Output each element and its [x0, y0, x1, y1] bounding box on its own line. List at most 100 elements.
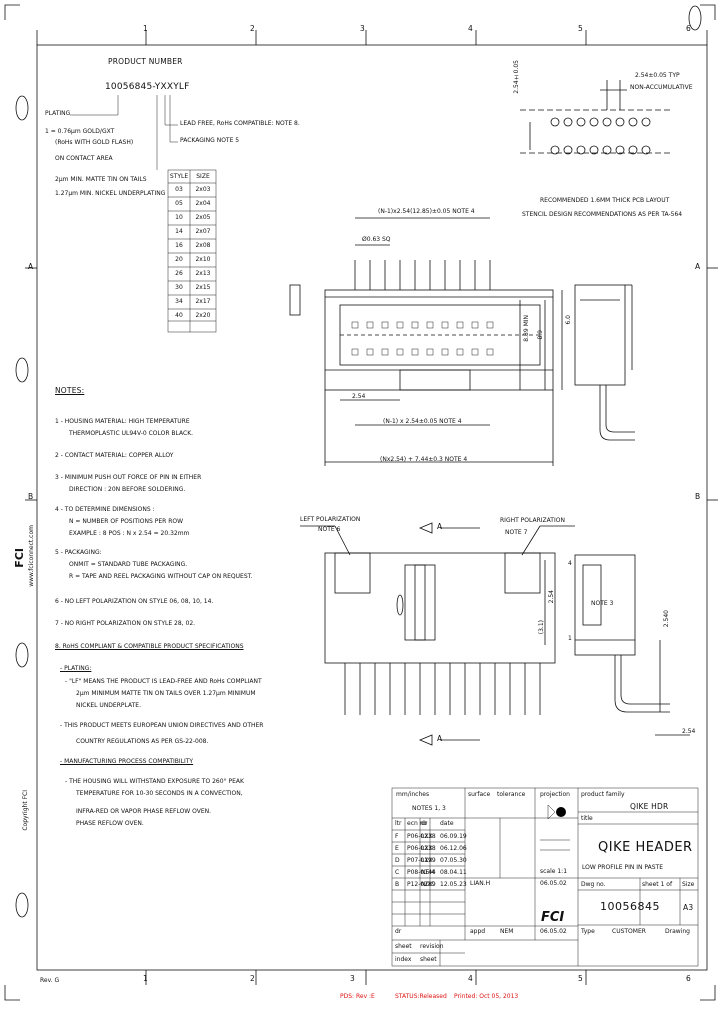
side-view-top — [574, 284, 635, 441]
rev-header-dr: dr — [421, 820, 428, 827]
pcb-non-cum: NON-ACCUMULATIVE — [630, 84, 693, 91]
revision-cell: LXX — [421, 833, 433, 840]
revision-cell: 06.12.06 — [440, 845, 467, 852]
note-1a: 1 - HOUSING MATERIAL: HIGH TEMPERATURE — [55, 418, 190, 425]
side-dim-2: 2.54 — [682, 728, 696, 735]
footer-status: STATUS:Released — [395, 993, 447, 1000]
note-8-eu: - THIS PRODUCT MEETS EUROPEAN UNION DIRE… — [60, 722, 264, 729]
plating-line-1: 1 = 0.76µm GOLD/GXT — [45, 128, 115, 135]
tb-approvals-name: LIAN.H — [470, 880, 491, 887]
note-8-mfg: - MANUFACTURING PROCESS COMPATIBILITY — [60, 758, 194, 765]
zone-top-6: 6 — [686, 24, 691, 33]
side-pin-1: 1 — [568, 635, 572, 642]
style-table-grid — [70, 95, 217, 333]
plating-label: PLATING — [45, 110, 71, 117]
style-cell: 14 — [175, 228, 183, 235]
zone-bottom-3: 3 — [350, 974, 355, 983]
note-8-plating: - PLATING: — [60, 665, 92, 672]
note-5c: R = TAPE AND REEL PACKAGING WITHOUT CAP … — [69, 573, 253, 580]
revision-cell: NEM — [421, 869, 435, 876]
footer-printed: Printed: Oct 05, 2013 — [454, 993, 519, 1000]
fci-url: www.fciconnect.com — [28, 525, 35, 587]
zone-bottom-6: 6 — [686, 974, 691, 983]
revision-cell: P07-0199 — [407, 857, 436, 864]
lead-free-note: LEAD FREE, RoHs COMPATIBLE: NOTE 8. — [180, 120, 300, 127]
size-cell: 2x20 — [195, 312, 211, 319]
size-header: SIZE — [196, 173, 210, 180]
note-5b: ONMIT = STANDARD TUBE PACKAGING. — [69, 561, 188, 568]
fci-logo: FCI — [541, 910, 565, 925]
tb-notes-ref: NOTES 1, 3 — [412, 805, 446, 812]
size-cell: 2x08 — [195, 242, 211, 249]
tb-size-label: Size — [682, 881, 695, 888]
tb-dwg-label: Dwg no. — [581, 881, 606, 888]
dim-small: Ø0.63 SQ — [362, 236, 391, 243]
tb-title-label: title — [581, 815, 593, 822]
front-dim-v2: (3.1) — [538, 620, 545, 635]
tb-product-family-label: product family — [581, 791, 625, 798]
plating-line-2: (RoHs WITH GOLD FLASH) — [55, 139, 134, 146]
style-cell: 30 — [175, 284, 183, 291]
style-cell: 10 — [175, 214, 183, 221]
tb-sheet-label: sheet 1 of — [642, 881, 673, 888]
tb-tolerance: tolerance — [497, 791, 526, 798]
tb-approvals-dr: dr — [395, 928, 402, 935]
tb-unit-label: mm/inches — [396, 791, 430, 798]
zone-bottom-2: 2 — [250, 974, 255, 983]
zone-top-2: 2 — [250, 24, 255, 33]
style-cell: 34 — [175, 298, 183, 305]
note-4b: N = NUMBER OF POSITIONS PER ROW — [69, 518, 184, 525]
tb-drawing-label: Drawing — [665, 928, 690, 935]
note-8-nickel: NICKEL UNDERPLATE. — [76, 702, 141, 709]
tb-type-label: Type — [581, 928, 595, 935]
revision-cell: D — [395, 857, 400, 864]
front-view-drawing — [300, 522, 575, 746]
fci-side-logo: FCI — [13, 548, 26, 568]
packaging-note: PACKAGING NOTE 5 — [180, 137, 240, 144]
tb-title: QIKE HEADER — [598, 840, 693, 855]
revision-cell: NOC — [421, 881, 435, 888]
note-3b: DIRECTION : 20N BEFORE SOLDERING. — [69, 486, 186, 493]
revision-cell: 12.05.23 — [440, 881, 467, 888]
zone-top-4: 4 — [468, 24, 473, 33]
revision-cell: F — [395, 833, 399, 840]
pcb-caption-2: STENCIL DESIGN RECOMMENDATIONS AS PER TA… — [522, 211, 683, 218]
left-polarization-label: LEFT POLARIZATION — [300, 516, 361, 523]
size-cell: 2x07 — [195, 228, 211, 235]
note-8-regs: COUNTRY REGULATIONS AS PER GS-22-008. — [76, 738, 209, 745]
rev-header-ltr: ltr — [395, 820, 402, 827]
section-a-top: A — [437, 522, 443, 531]
right-polarization-note: NOTE 7 — [505, 529, 528, 536]
section-a-bottom: A — [437, 734, 443, 743]
style-cell: 40 — [175, 312, 183, 319]
notes-title: NOTES: — [55, 386, 85, 395]
note-7: 7 - NO RIGHT POLARIZATION ON STYLE 28, 0… — [55, 620, 196, 627]
revision-cell: C — [395, 869, 400, 876]
revision-cell: LXX — [421, 857, 433, 864]
dim-bot-2: (Nx2.54) + 7.44±0.3 NOTE 4 — [380, 456, 468, 463]
plating-line-5: 1.27µm MIN. NICKEL UNDERPLATING — [55, 190, 166, 197]
tb-sheet-row: sheet — [395, 943, 412, 950]
note-2: 2 - CONTACT MATERIAL: COPPER ALLOY — [55, 452, 174, 459]
size-cell: 2x17 — [195, 298, 211, 305]
size-cell: 2x13 — [195, 270, 211, 277]
tb-appd-name: NEM — [500, 928, 514, 935]
plating-line-4: 2µm MIN. MATTE TIN ON TAILS — [55, 176, 147, 183]
style-cell: 03 — [175, 186, 183, 193]
product-number-label: PRODUCT NUMBER — [108, 57, 183, 66]
right-polarization-label: RIGHT POLARIZATION — [500, 517, 565, 524]
tb-appd: appd — [470, 928, 486, 935]
tb-index-label: index — [395, 956, 412, 963]
pcb-pitch-dim: 2.54±0.05 TYP — [635, 72, 680, 79]
zone-top-3: 3 — [360, 24, 365, 33]
copyright: Copyright FCI — [22, 790, 29, 831]
revision-cell: E — [395, 845, 399, 852]
revision-cell: P06-0238 — [407, 833, 436, 840]
dim-side-1: 8.89 MIN — [523, 315, 530, 342]
note-6: 6 - NO LEFT POLARIZATION ON STYLE 06, 08… — [55, 598, 214, 605]
note-5a: 5 - PACKAGING: — [55, 549, 102, 556]
tb-product-family: QIKE HDR — [630, 802, 669, 811]
tb-dwg-no: 10056845 — [600, 900, 660, 913]
footer-pds: PDS: Rev :E — [340, 993, 375, 1000]
